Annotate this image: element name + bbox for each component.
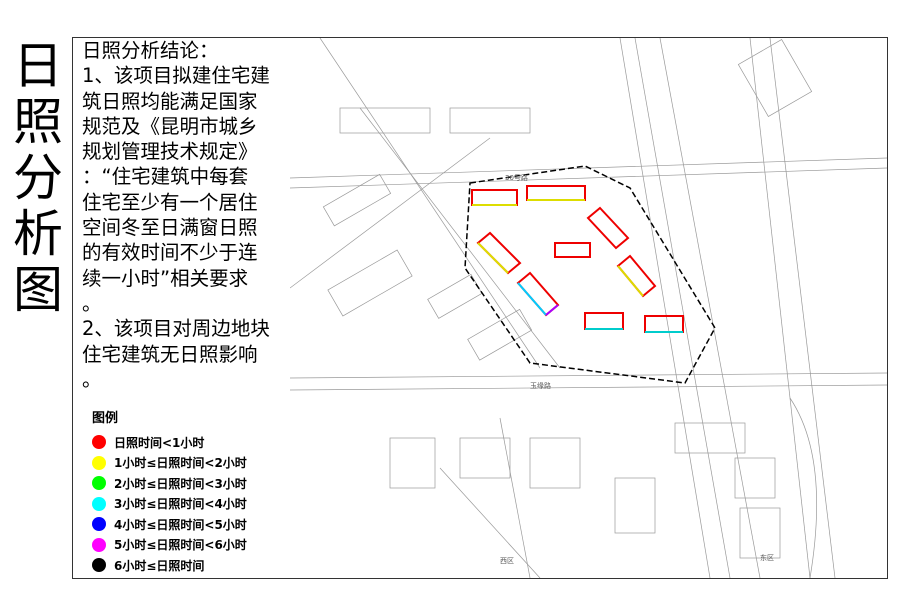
- color-dot-icon: [92, 435, 106, 450]
- conclusion-line: 空间冬至日满窗日照: [82, 216, 258, 240]
- legend-item: 2小时≤日照时间<3小时: [92, 473, 247, 494]
- legend-label: 5小时≤日照时间<6小时: [114, 538, 247, 553]
- site-plan-map: 30号路 玉缘路 西区 东区: [290, 38, 887, 578]
- legend-item: 6小时≤日照时间: [92, 555, 247, 576]
- legend-label: 3小时≤日照时间<4小时: [114, 497, 247, 512]
- site-boundary: [464, 165, 716, 384]
- title-char: 照: [13, 93, 63, 151]
- legend: 图例 日照时间<1小时 1小时≤日照时间<2小时 2小时≤日照时间<3小时 3小时≤日…: [92, 407, 247, 576]
- conclusion-heading: 日照分析结论：: [82, 39, 219, 62]
- legend-item: 1小时≤日照时间<2小时: [92, 453, 247, 474]
- conclusion-line: 1、该项目拟建住宅建: [82, 64, 270, 88]
- legend-label: 6小时≤日照时间: [114, 558, 205, 573]
- title-char: 分: [13, 149, 63, 207]
- title-char: 析: [13, 205, 63, 263]
- conclusion-line: 。: [82, 291, 102, 315]
- legend-item: 5小时≤日照时间<6小时: [92, 535, 247, 556]
- content-frame: [72, 37, 888, 579]
- conclusion-line: 规范及《昆明市城乡: [82, 114, 258, 138]
- legend-item: 日照时间<1小时: [92, 432, 247, 453]
- zone-label: 东区: [760, 553, 774, 562]
- conclusion-text: 日照分析结论： 1、该项目拟建住宅建 筑日照均能满足国家 规范及《昆明市城乡 规…: [82, 38, 287, 392]
- conclusion-line: 续一小时”相关要求: [82, 266, 249, 290]
- title-char: 图: [13, 261, 63, 319]
- legend-item: 3小时≤日照时间<4小时: [92, 494, 247, 515]
- color-dot-icon: [92, 496, 106, 511]
- color-dot-icon: [92, 558, 106, 573]
- conclusion-line: 住宅至少有一个居住: [82, 190, 258, 214]
- page-title: 日 照 分 析 图: [8, 38, 68, 318]
- title-char: 日: [13, 37, 63, 95]
- road-label: 玉缘路: [530, 381, 551, 390]
- conclusion-line: 筑日照均能满足国家: [82, 89, 258, 113]
- conclusion-line: 的有效时间不少于连: [82, 241, 258, 265]
- conclusion-line: 住宅建筑无日照影响: [82, 342, 258, 366]
- conclusion-line: 规划管理技术规定》: [82, 140, 258, 164]
- conclusion-line: ：“住宅建筑中每套: [82, 165, 249, 189]
- legend-item: 4小时≤日照时间<5小时: [92, 514, 247, 535]
- legend-label: 4小时≤日照时间<5小时: [114, 517, 247, 532]
- legend-title: 图例: [92, 411, 119, 426]
- color-dot-icon: [92, 517, 106, 532]
- conclusion-line: 。: [82, 367, 102, 391]
- legend-label: 2小时≤日照时间<3小时: [114, 476, 247, 491]
- road-label: 30号路: [505, 173, 528, 182]
- color-dot-icon: [92, 476, 106, 491]
- legend-label: 1小时≤日照时间<2小时: [114, 456, 247, 471]
- legend-label: 日照时间<1小时: [114, 435, 205, 450]
- zone-label: 西区: [500, 557, 514, 565]
- conclusion-line: 2、该项目对周边地块: [82, 317, 270, 341]
- color-dot-icon: [92, 455, 106, 470]
- color-dot-icon: [92, 537, 106, 552]
